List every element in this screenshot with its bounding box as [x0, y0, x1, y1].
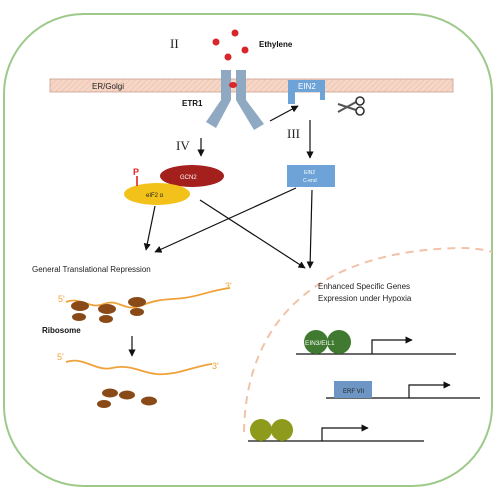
ethylene-molecule — [212, 38, 220, 46]
enhanced-label-line1: Enhanced Specific Genes — [318, 282, 410, 291]
arrow-cend-to-repression — [154, 187, 297, 253]
nucleus-boundary — [243, 246, 493, 433]
etr1-receptor — [206, 70, 264, 130]
free-ribosomes — [97, 388, 157, 408]
roman-iii: III — [287, 126, 300, 141]
er-golgi-membrane — [49, 78, 454, 93]
ribosome — [98, 304, 116, 314]
arrow-cend-to-enhanced — [306, 189, 314, 269]
mrna-bottom — [65, 359, 213, 376]
ribosome — [141, 396, 157, 406]
ein2-cend-line2: C-end — [303, 178, 317, 184]
ein3-bubble — [304, 330, 328, 354]
erf-vii-label: ERF VII — [343, 389, 364, 395]
etr1-label: ETR1 — [182, 99, 203, 108]
scissors-icon — [337, 96, 365, 116]
ethylene-molecule — [231, 29, 239, 37]
ribosome — [130, 308, 144, 316]
arrow-eif2-to-repression — [143, 205, 156, 251]
eif2a-protein — [124, 183, 190, 205]
ribosomes-on-mrna — [71, 297, 146, 323]
ribosome — [102, 388, 118, 398]
ribosome-label: Ribosome — [42, 326, 81, 335]
ein2-cend-line1: EIN2 — [304, 170, 315, 176]
ein2-cend-box — [287, 165, 335, 187]
ethylene-label: Ethylene — [259, 40, 293, 49]
cell-outline — [3, 13, 493, 487]
ethylene-molecule — [241, 46, 249, 54]
ein2-protein — [288, 80, 325, 104]
gcn2-protein — [160, 165, 224, 187]
mrna-top — [65, 287, 231, 309]
transcription-start-arrow — [371, 336, 413, 354]
phospho-label: P — [133, 167, 139, 177]
arrow-eif2-to-enhanced — [199, 199, 306, 269]
general-repression-label: General Translational Repression — [32, 265, 151, 274]
ein3-eil1-label: EIN3/EIL1 — [305, 340, 335, 347]
five-prime-bottom: 5' — [57, 352, 64, 362]
eif2a-label: eIF2 α — [146, 193, 164, 199]
ein3-eil1-gene — [296, 330, 456, 355]
roman-iv: IV — [176, 138, 190, 153]
ethylene-molecules — [212, 29, 249, 61]
roman-ii: II — [170, 36, 179, 51]
ribosome — [119, 390, 135, 400]
olive-factor-bubble — [271, 419, 293, 441]
three-prime-top: 3' — [225, 281, 232, 291]
erf-vii-gene — [326, 381, 480, 399]
ein3-bubble — [327, 330, 351, 354]
five-prime-top: 5' — [58, 294, 65, 304]
olive-factor-bubble — [250, 419, 272, 441]
ribosome — [128, 297, 146, 307]
ethylene-molecule — [224, 53, 232, 61]
ribosome — [97, 400, 111, 408]
er-golgi-label: ER/Golgi — [92, 82, 124, 91]
ribosome — [99, 315, 113, 323]
transcription-start-arrow — [321, 424, 369, 441]
ribosome — [72, 313, 86, 321]
arrow-etr1-to-ein2 — [269, 105, 299, 122]
erf-vii-box — [334, 381, 372, 398]
three-prime-bottom: 3' — [212, 361, 219, 371]
gcn2-label: GCN2 — [180, 175, 197, 181]
ein2-label: EIN2 — [298, 82, 316, 91]
ribosome — [71, 301, 89, 311]
enhanced-label-line2: Expression under Hypoxia — [318, 294, 412, 303]
olive-factor-gene — [248, 419, 424, 442]
transcription-start-arrow — [408, 381, 451, 398]
